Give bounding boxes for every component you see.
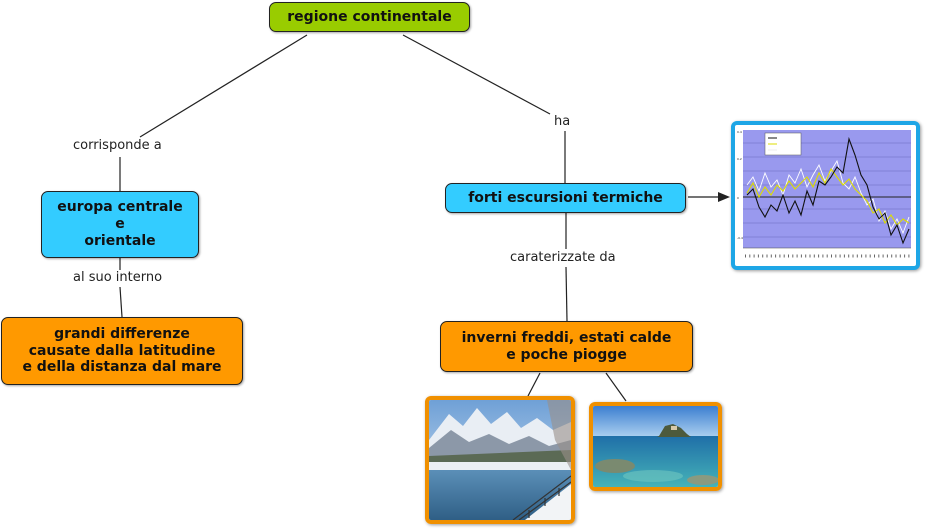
concept-inverni-freddi[interactable]: inverni freddi, estati calde e poche pio… — [440, 321, 693, 372]
concept-differenze-line-2: causate dalla latitudine — [28, 342, 216, 359]
winter-landscape-image[interactable] — [425, 396, 575, 524]
svg-text:-0.4: -0.4 — [737, 236, 743, 240]
concept-regione-continentale-label: regione continentale — [287, 8, 452, 25]
concept-forti-escursioni-label: forti escursioni termiche — [468, 189, 663, 206]
temperature-chart-image[interactable]: 0.4 0.2 0 -0.4 — [731, 121, 920, 270]
concept-forti-escursioni[interactable]: forti escursioni termiche — [445, 183, 686, 213]
concept-europa-line-1: europa centrale — [57, 199, 183, 216]
link-label-al-suo-interno: al suo interno — [70, 270, 166, 285]
concept-differenze-line-1: grandi differenze — [54, 325, 190, 342]
link-label-ha: ha — [551, 114, 574, 129]
concept-inverni-line-1: inverni freddi, estati calde — [461, 329, 672, 346]
svg-text:0.2: 0.2 — [737, 157, 742, 161]
concept-europa-line-3: orientale — [84, 232, 156, 249]
concept-europa-line-2: e — [115, 216, 125, 233]
concept-europa-centrale[interactable]: europa centrale e orientale — [41, 191, 199, 258]
svg-text:0.4: 0.4 — [737, 130, 742, 134]
concept-grandi-differenze[interactable]: grandi differenze causate dalla latitudi… — [1, 317, 243, 385]
concept-regione-continentale[interactable]: regione continentale — [269, 2, 470, 32]
concept-differenze-line-3: e della distanza dal mare — [22, 359, 222, 376]
svg-text:0: 0 — [737, 196, 739, 200]
link-label-caraterizzate-da: caraterizzate da — [507, 250, 619, 265]
sea-island-image[interactable] — [589, 402, 722, 491]
concept-inverni-line-2: e poche piogge — [506, 346, 627, 363]
link-label-corrisponde: corrisponde a — [70, 138, 165, 153]
